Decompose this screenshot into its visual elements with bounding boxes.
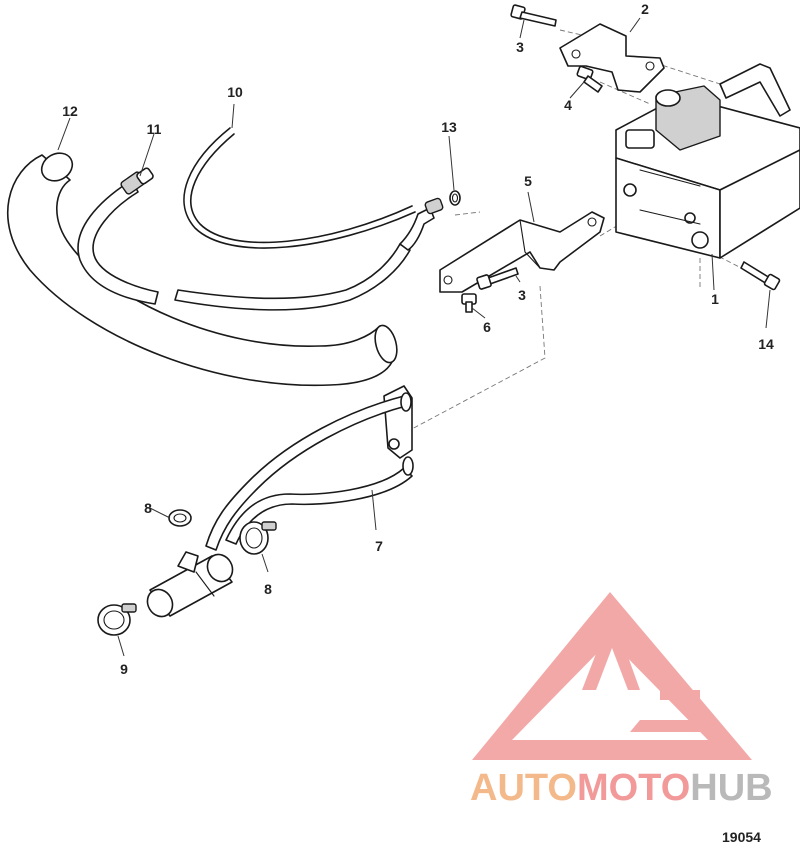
watermark-auto: AUTO: [470, 767, 577, 809]
part-1-module: [615, 63, 800, 259]
callout-6: 6: [483, 319, 491, 335]
callout-8-lower: 8: [264, 581, 272, 597]
callout-5: 5: [524, 173, 532, 189]
watermark-text: AUTOMOTOHUB: [470, 767, 773, 809]
logo-triangle-inner: [512, 640, 708, 740]
logo-g-stroke: [630, 690, 700, 732]
part-6-bolt: [461, 293, 477, 313]
part-12-large-hose: [6, 152, 398, 387]
callout-12: 12: [62, 103, 78, 119]
part-7-pipe-assembly: [205, 385, 414, 551]
watermark-moto: MOTO: [577, 767, 690, 809]
callout-14: 14: [758, 336, 774, 352]
part-2-upper-bracket: [559, 23, 665, 93]
logo-m-stroke: [582, 612, 640, 690]
part-8-clamp-lower: [239, 521, 277, 555]
part-3-bolt-upper: [510, 4, 557, 27]
callout-7: 7: [375, 538, 383, 554]
callout-3-lower: 3: [518, 287, 526, 303]
callout-9: 9: [120, 661, 128, 677]
callout-10: 10: [227, 84, 243, 100]
part-5-bracket: [439, 211, 605, 293]
part-4-screw: [576, 65, 603, 93]
callout-4: 4: [564, 97, 572, 113]
part-3-bolt-lower: [476, 267, 519, 290]
part-10-thin-tube: [183, 127, 416, 249]
leader-lines: [57, 17, 771, 657]
callout-labels: 1 2 3 3 4 5 6 7 8 8 9 10 11 12 13 14: [62, 1, 774, 677]
watermark-logo: [472, 592, 752, 760]
callout-3-upper: 3: [516, 39, 524, 55]
callout-8-upper: 8: [144, 500, 152, 516]
callout-2: 2: [641, 1, 649, 17]
part-8-clamp-upper: [168, 509, 192, 527]
part-11-hose: [77, 167, 444, 311]
callout-1: 1: [711, 291, 719, 307]
callout-13: 13: [441, 119, 457, 135]
part-13-o-ring: [449, 190, 461, 206]
callout-11: 11: [147, 121, 162, 137]
diagram-number: 19054: [722, 829, 761, 845]
part-9-clamp: [97, 603, 137, 636]
part-fitting-tee: [146, 551, 234, 618]
watermark-hub: HUB: [690, 767, 772, 809]
part-14-screw: [740, 261, 781, 291]
